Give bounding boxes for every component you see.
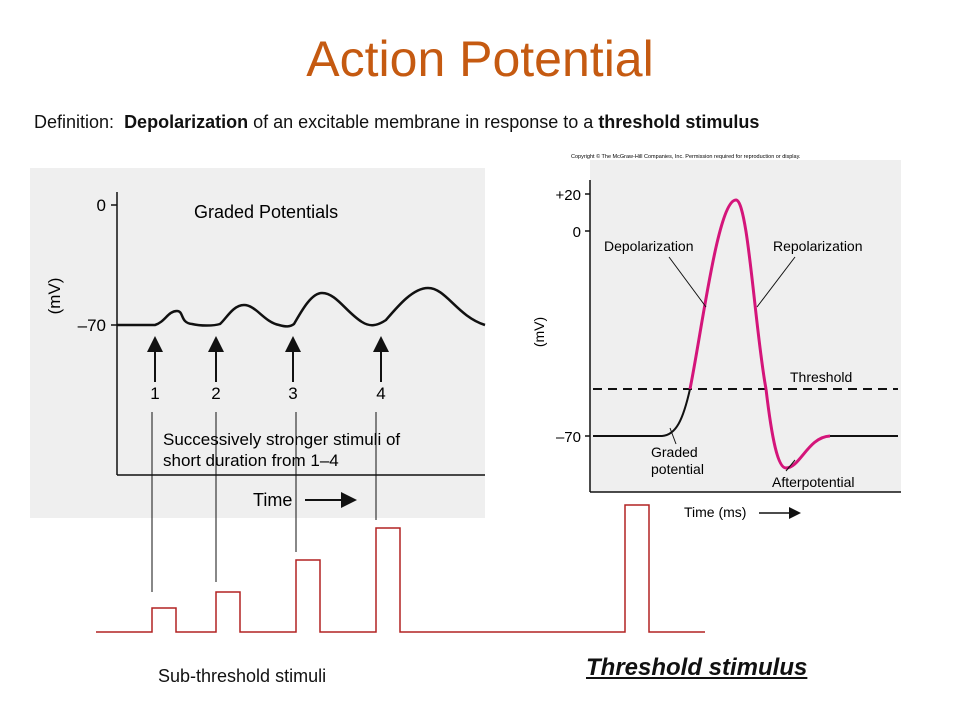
stimulus-number-2: 2: [211, 384, 220, 403]
left-y-axis-label: (mV): [45, 278, 64, 315]
action-potential-panel: Copyright © The McGraw-Hill Companies, I…: [531, 153, 901, 520]
graded-potential-pointer: [669, 427, 677, 445]
definition-text: Definition: Depolarization of an excitab…: [34, 112, 759, 133]
resting-and-graded-trace: [593, 388, 691, 437]
left-x-axis-label: Time: [253, 490, 292, 510]
left-graph-title: Graded Potentials: [194, 202, 338, 222]
stimulus-connectors: [151, 412, 377, 592]
stimulus-pulse-train: [96, 504, 705, 633]
graded-label-line-1: Graded: [651, 444, 698, 460]
stimulus-number-3: 3: [288, 384, 297, 403]
left-tick-minus70: –70: [78, 316, 106, 335]
afterpotential-trace: [764, 388, 831, 470]
spike-trace: [688, 198, 768, 390]
definition-middle: of an excitable membrane in response to …: [253, 112, 594, 132]
afterpotential-pointer: [785, 459, 796, 472]
right-y-axis-label: (mV): [531, 317, 547, 347]
threshold-label: Threshold: [790, 369, 852, 385]
left-panel-bg: [30, 168, 485, 518]
right-x-axis-label: Time (ms): [684, 504, 746, 520]
left-tick-0: 0: [97, 196, 106, 215]
right-tick-minus70: –70: [556, 429, 581, 446]
right-tick-plus20: +20: [556, 187, 581, 204]
repolarization-pointer: [756, 256, 796, 308]
depolarization-pointer: [668, 256, 707, 308]
left-caption-line-1: Successively stronger stimuli of: [163, 430, 400, 449]
afterpotential-label: Afterpotential: [772, 474, 855, 490]
right-panel-bg: [590, 160, 901, 492]
sub-threshold-label: Sub-threshold stimuli: [158, 666, 327, 686]
definition-term-depolarization: Depolarization: [124, 112, 249, 132]
repolarization-label: Repolarization: [773, 238, 863, 254]
page-title: Action Potential: [306, 31, 654, 87]
graded-label-line-2: potential: [651, 461, 704, 477]
depolarization-label: Depolarization: [604, 238, 694, 254]
stimulus-number-1: 1: [150, 384, 159, 403]
left-caption-line-2: short duration from 1–4: [163, 451, 339, 470]
threshold-stimulus-label: Threshold stimulus: [586, 654, 808, 681]
definition-term-threshold: threshold stimulus: [598, 112, 760, 132]
stimulus-number-4: 4: [376, 384, 385, 403]
graded-potential-trace: [117, 286, 486, 328]
definition-prefix: Definition:: [34, 112, 115, 132]
graded-potentials-panel: 0 –70 (mV) Graded Potentials 1 2 3 4 Suc…: [30, 168, 486, 518]
right-tick-0: 0: [573, 224, 581, 241]
copyright-notice: Copyright © The McGraw-Hill Companies, I…: [571, 153, 801, 160]
